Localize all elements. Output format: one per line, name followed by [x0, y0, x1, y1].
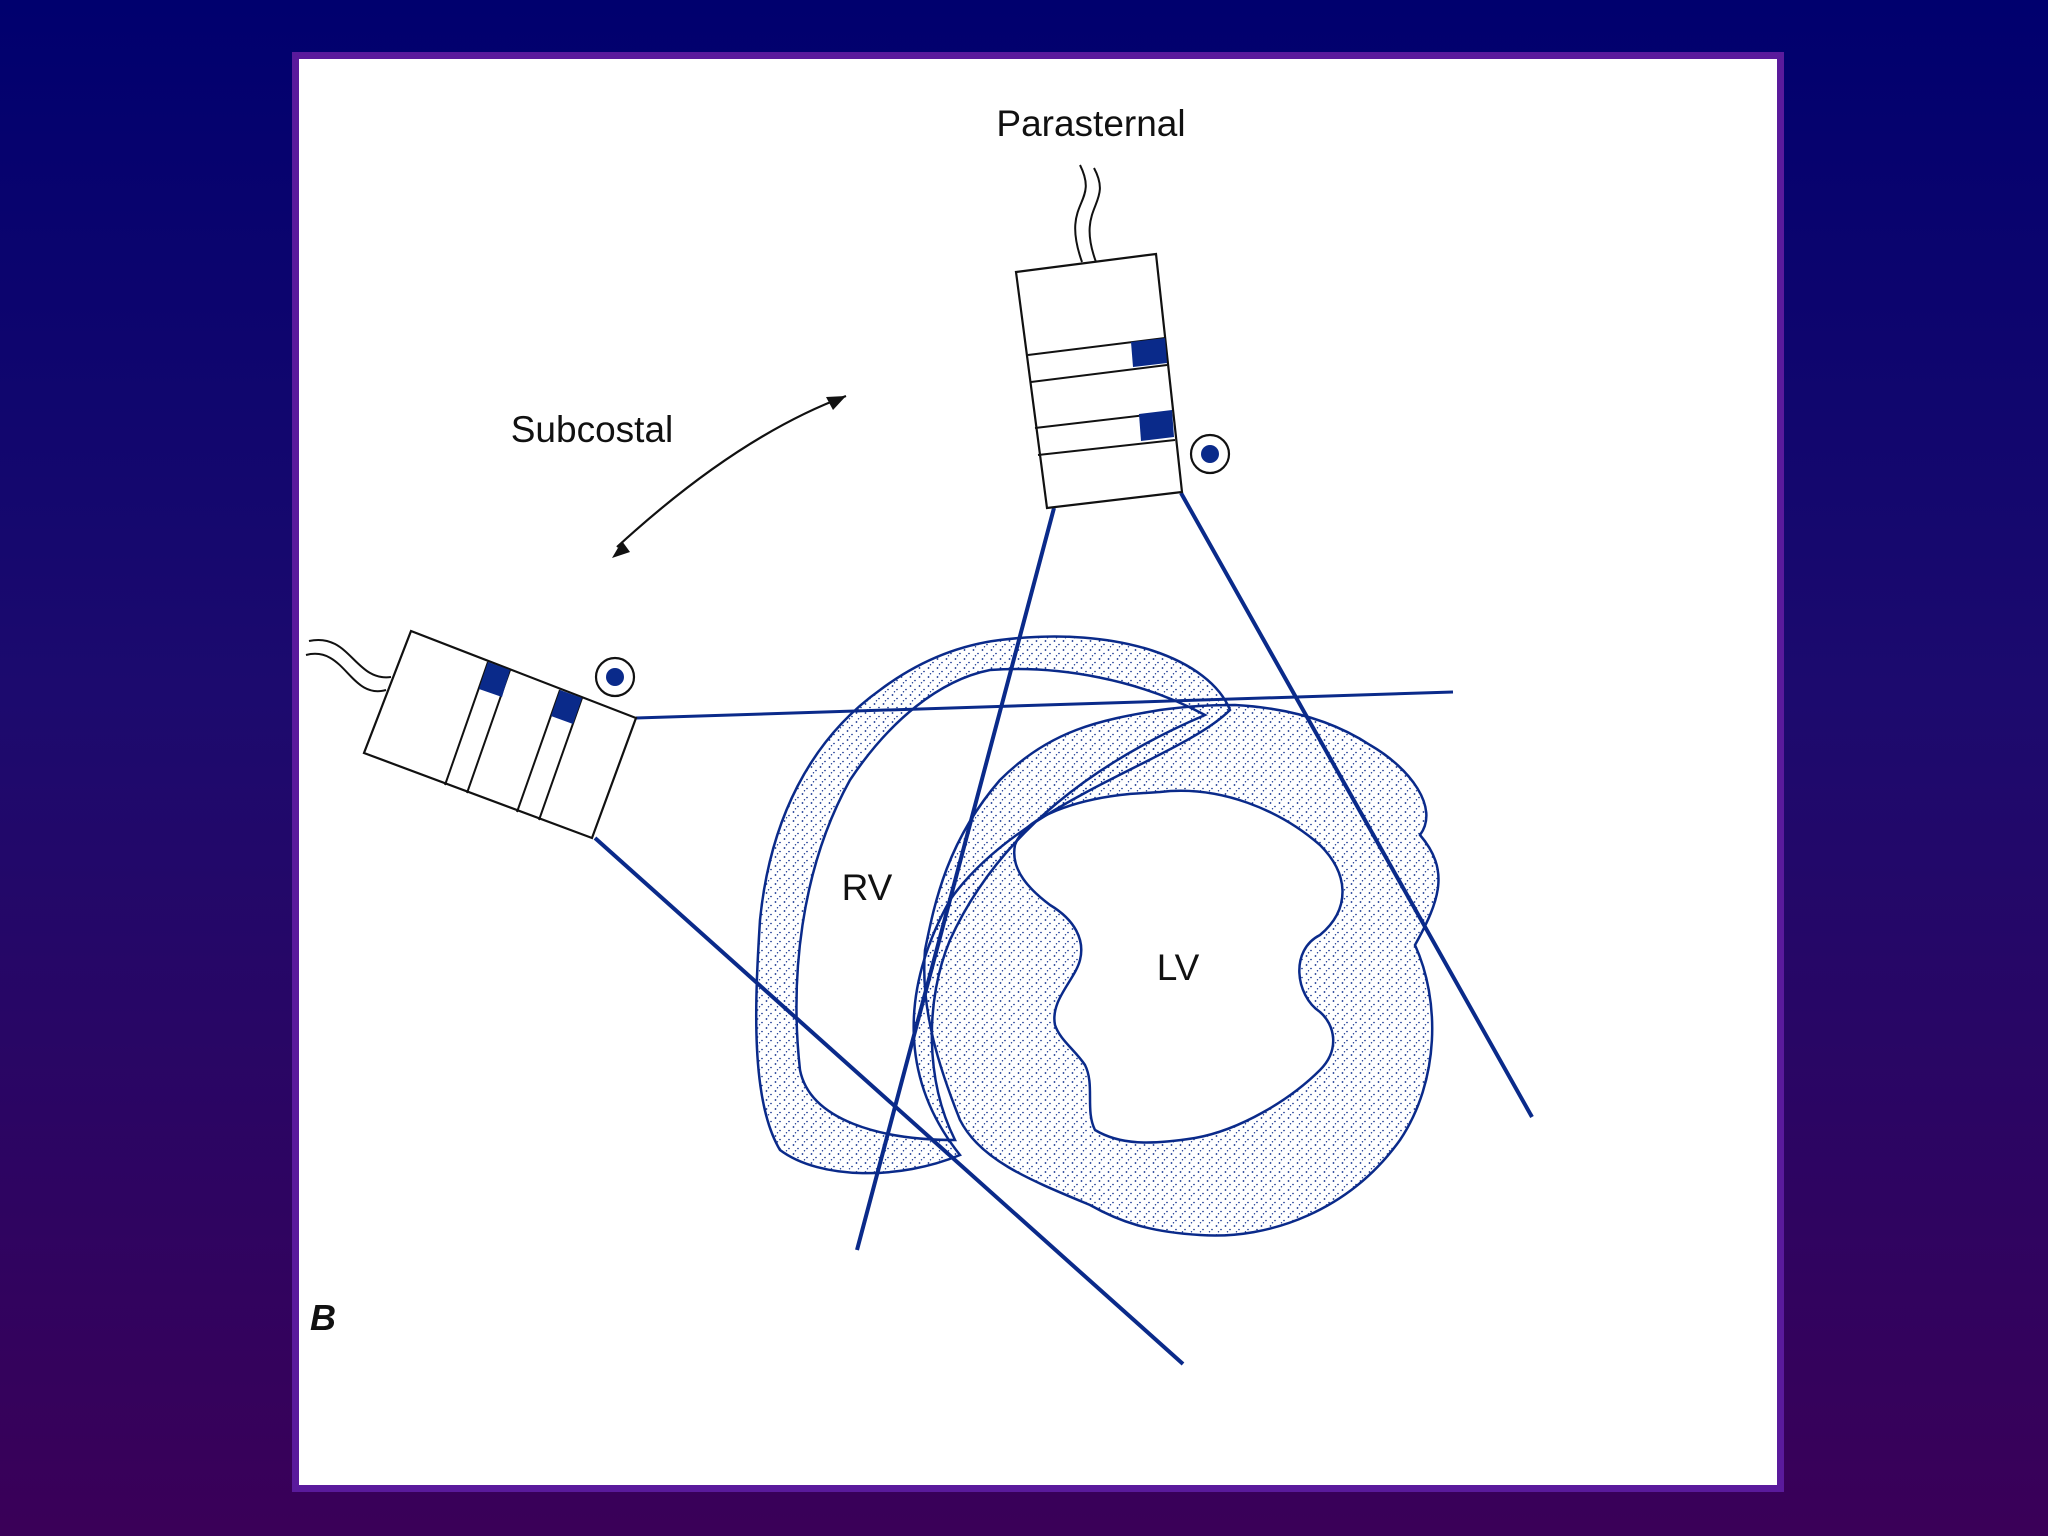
parasternal-beam-left: [855, 507, 1056, 1251]
subcostal-label: Subcostal: [511, 409, 674, 450]
rv-label: RV: [842, 867, 893, 908]
lv-label: LV: [1157, 947, 1200, 988]
panel-letter: B: [310, 1297, 336, 1338]
rotation-arrow-icon: [612, 394, 847, 558]
subcostal-beam-top: [635, 690, 1454, 720]
subcostal-cable-icon: [305, 652, 387, 693]
parasternal-cable-icon: [1088, 167, 1101, 263]
parasternal-index-dot-icon: [1189, 433, 1231, 475]
heart-ultrasound-diagram: Parasternal Subcostal RV LV B: [305, 103, 1534, 1366]
subcostal-cable-icon: [308, 638, 392, 679]
parasternal-beam-right: [1179, 492, 1534, 1118]
subcostal-beam-bottom: [593, 836, 1185, 1366]
parasternal-transducer-icon: [1014, 164, 1184, 510]
diagram-panel: Parasternal Subcostal RV LV B: [292, 52, 1784, 1492]
subcostal-index-dot-icon: [594, 656, 636, 698]
lv-wall: [923, 703, 1440, 1237]
subcostal-transducer-icon: [305, 629, 638, 840]
parasternal-cable-icon: [1074, 164, 1087, 263]
parasternal-label: Parasternal: [996, 103, 1185, 144]
